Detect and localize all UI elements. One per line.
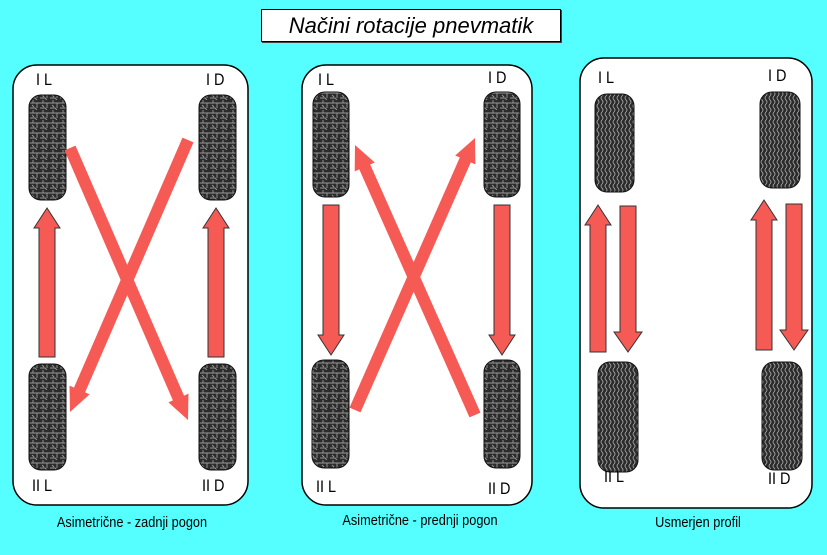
label-front-left: I L bbox=[598, 68, 615, 87]
tire-icon bbox=[28, 94, 67, 201]
caption-front-drive: Asimetrične - prednji pogon bbox=[342, 512, 498, 529]
tire-icon bbox=[312, 91, 350, 198]
arrow-icon bbox=[349, 138, 476, 413]
arrow-icon bbox=[584, 204, 612, 353]
label-rear-left: II L bbox=[604, 467, 625, 486]
arrow-icon bbox=[317, 204, 345, 356]
caption-rear-drive: Asimetrične - zadnji pogon bbox=[56, 514, 208, 531]
tire-icon bbox=[28, 363, 67, 471]
page-title: Načini rotacije pnevmatik bbox=[261, 9, 561, 42]
tire-icon bbox=[483, 359, 521, 469]
label-front-right: I D bbox=[768, 66, 787, 85]
arrow-icon bbox=[69, 137, 194, 412]
tire-icon bbox=[597, 361, 639, 473]
tire-icon bbox=[311, 359, 350, 469]
label-rear-right: II D bbox=[202, 476, 225, 495]
arrow-icon bbox=[779, 203, 809, 351]
tire-icon bbox=[198, 363, 237, 471]
label-front-left: I L bbox=[36, 70, 53, 89]
label-rear-right: II D bbox=[488, 479, 511, 498]
arrow-icon bbox=[33, 207, 61, 358]
label-front-right: I D bbox=[206, 70, 225, 89]
label-rear-left: II L bbox=[316, 477, 337, 496]
label-rear-left: II L bbox=[32, 476, 53, 495]
arrow-icon bbox=[488, 204, 516, 356]
caption-directional: Usmerjen profil bbox=[655, 514, 741, 531]
label-front-left: I L bbox=[318, 70, 335, 89]
tire-icon bbox=[761, 361, 803, 471]
arrow-icon bbox=[613, 205, 643, 353]
tire-icon bbox=[198, 94, 237, 201]
tire-icon bbox=[759, 91, 801, 189]
tire-icon bbox=[594, 93, 635, 193]
tire-icon bbox=[483, 91, 521, 198]
arrow-icon bbox=[202, 207, 230, 358]
arrow-icon bbox=[750, 199, 778, 351]
label-front-right: I D bbox=[488, 68, 507, 87]
label-rear-right: II D bbox=[768, 469, 791, 488]
